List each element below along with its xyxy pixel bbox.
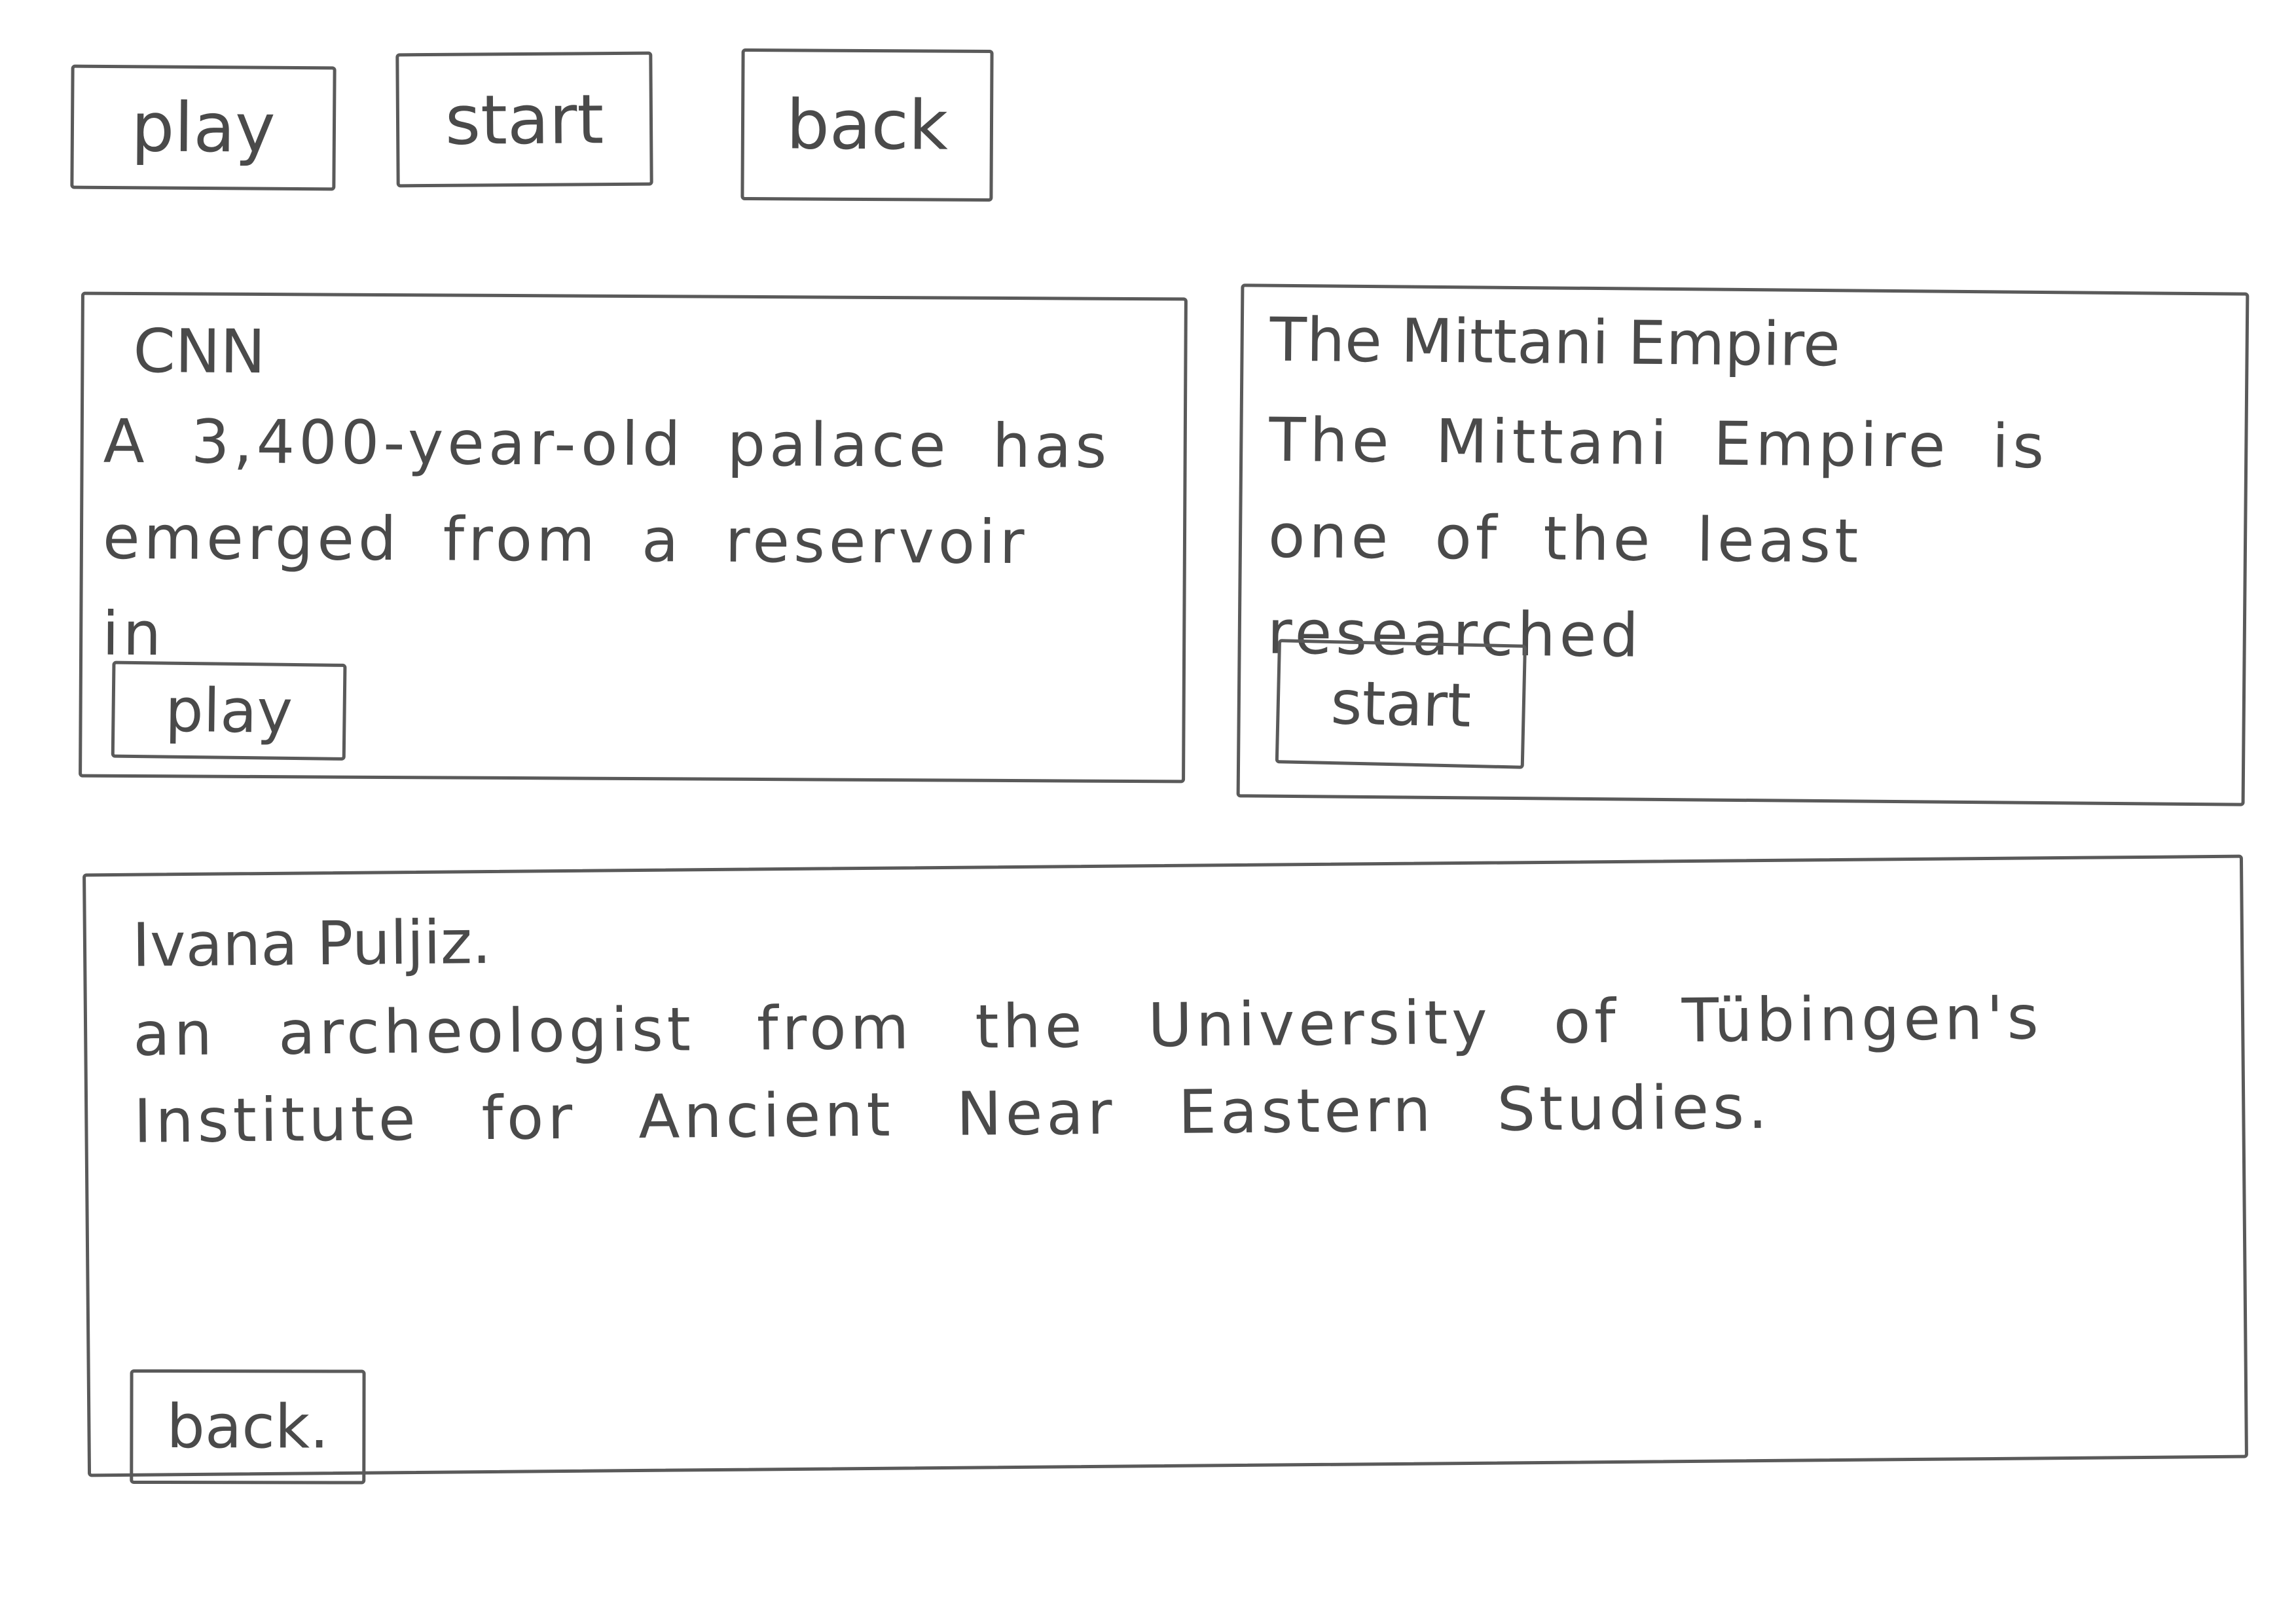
card-play-button[interactable]: play [111,660,347,761]
card-back-button[interactable]: back. [130,1369,366,1485]
card-author-name: Ivana Puljiz. [132,907,492,981]
cnn-card: CNN A 3,400-year-old palace has emerged … [79,291,1188,784]
ivana-card: Ivana Puljiz. an archeologist from the U… [82,854,2248,1485]
card-start-button[interactable]: start [1275,639,1527,769]
card-title: The Mittani Empire [1269,304,1841,380]
card-body-text: an archeologist from the University of T… [132,983,2043,1157]
back-button[interactable]: back [740,48,994,202]
card-body-text: A 3,400-year-old palace has emerged from… [101,406,1111,670]
card-source: CNN [133,316,266,388]
start-button[interactable]: start [395,51,653,188]
play-button[interactable]: play [70,64,337,191]
mittani-card: The Mittani Empire The Mittani Empire is… [1236,283,2250,806]
